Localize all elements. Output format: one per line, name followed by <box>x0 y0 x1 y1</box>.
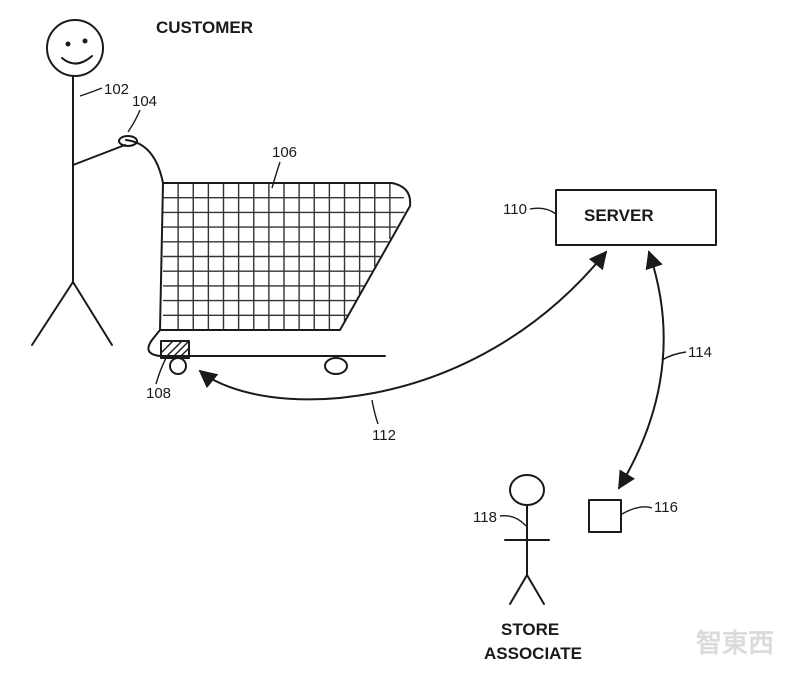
handheld-device <box>588 499 622 533</box>
watermark-text: 智東西 <box>696 629 774 659</box>
cart-basket-grid <box>163 183 405 330</box>
leader-118 <box>499 515 527 527</box>
leader-108 <box>155 357 167 385</box>
leader-104 <box>127 109 141 133</box>
leader-114 <box>661 351 687 361</box>
rfid-tag <box>160 340 190 359</box>
leader-106 <box>271 161 281 189</box>
customer-figure <box>31 19 126 346</box>
server-box <box>555 189 717 246</box>
store-associate-figure <box>504 474 550 605</box>
ref-104: 104 <box>132 93 157 110</box>
watermark-logo: 智東西 <box>696 629 774 659</box>
store-associate-label-line1: STORE <box>501 620 559 639</box>
server-label: SERVER <box>584 206 654 225</box>
leader-112 <box>371 399 379 425</box>
ref-118: 118 <box>473 509 497 526</box>
ref-106: 106 <box>272 144 297 161</box>
leader-116 <box>621 506 653 515</box>
ref-114: 114 <box>688 344 712 361</box>
ref-108: 108 <box>146 385 171 402</box>
ref-102: 102 <box>104 81 129 98</box>
leader-102 <box>79 87 103 97</box>
ref-110: 110 <box>503 201 527 218</box>
ref-116: 116 <box>654 499 678 516</box>
shopping-cart <box>118 135 412 375</box>
ref-112: 112 <box>372 427 396 444</box>
link-server-device-arrow <box>618 250 665 490</box>
store-associate-label-line2: ASSOCIATE <box>484 644 582 663</box>
leader-110 <box>529 207 557 215</box>
link-cart-server-arrow <box>198 250 608 401</box>
customer-label: CUSTOMER <box>156 18 253 37</box>
